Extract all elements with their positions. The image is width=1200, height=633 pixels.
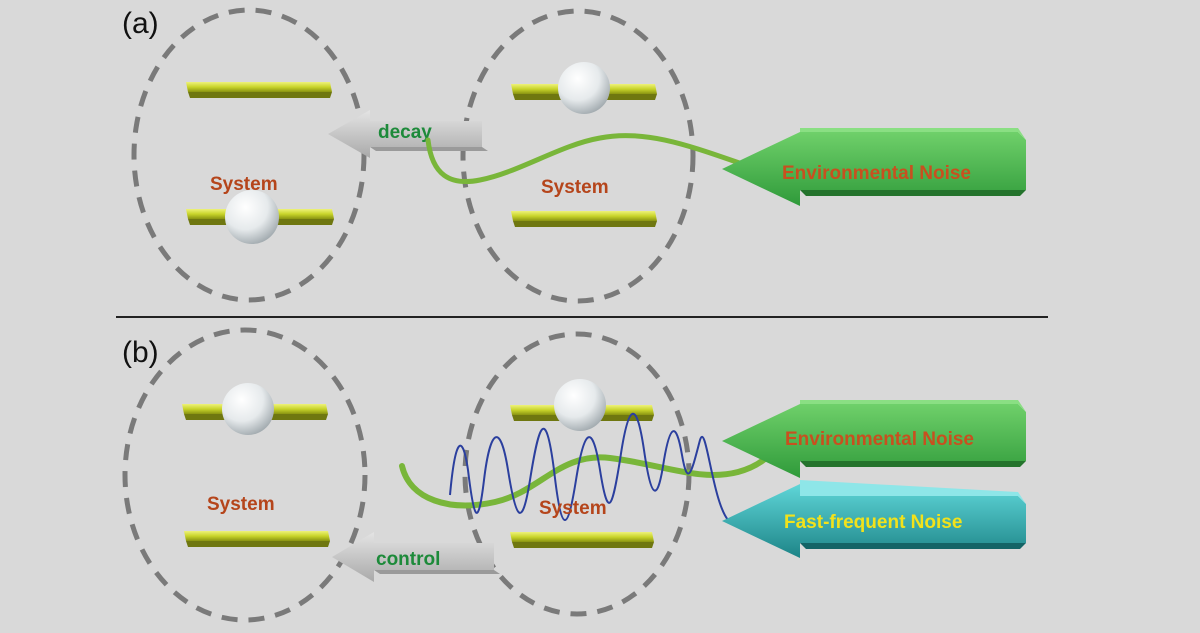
panel-b-fast-frequent-noise-label: Fast-frequent Noise [784, 512, 962, 533]
panel-b-fast-frequent-noise-arrow [722, 480, 1026, 558]
panel-a-left-system-boundary [131, 7, 367, 303]
panel-a-environmental-wave [425, 133, 763, 185]
panel-a-right-system-boundary [460, 8, 696, 304]
panel-b-right-system-label: System [539, 498, 607, 519]
panel-b-right-particle [554, 379, 606, 431]
panel-a-left-upper-level [186, 82, 332, 98]
panel-a-right-lower-level [511, 211, 657, 227]
panel-b-environmental-noise-label: Environmental Noise [785, 429, 974, 450]
panel-a-label: (a) [122, 7, 159, 40]
panel-a-decay-label: decay [378, 122, 432, 143]
panel-a-right-particle [558, 62, 610, 114]
panel-a-environmental-noise-arrow [722, 128, 1026, 206]
panel-a-left-particle [225, 190, 279, 244]
panel-b-left-system-boundary [122, 327, 368, 623]
panel-b-fast-frequent-wave [449, 413, 729, 521]
panel-b-label: (b) [122, 336, 159, 369]
panel-b-left-lower-level [184, 531, 330, 547]
panel-b-environmental-noise-arrow [722, 400, 1026, 478]
panel-a-left-system-label: System [210, 174, 278, 195]
panel-b-control-arrow [332, 532, 500, 582]
panel-a-environmental-noise-label: Environmental Noise [782, 163, 971, 184]
panel-b-environmental-wave [399, 445, 779, 509]
panel-b-left-particle [222, 383, 274, 435]
panel-a-right-system-label: System [541, 177, 609, 198]
panel-b-left-system-label: System [207, 494, 275, 515]
panel-b-control-label: control [376, 549, 440, 570]
panel-b-right-lower-level [510, 532, 654, 548]
